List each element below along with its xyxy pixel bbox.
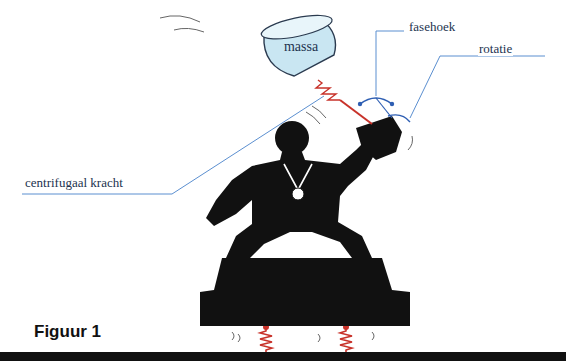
rotation-arc — [388, 115, 410, 122]
pedestal — [200, 258, 410, 326]
spring-symbol — [316, 80, 340, 100]
angle-dot — [358, 102, 362, 106]
angle-dot — [390, 102, 394, 106]
mass-cylinder: massa — [258, 14, 344, 80]
figure-caption: Figuur 1 — [34, 322, 101, 342]
callout-label: rotatie — [478, 42, 513, 56]
vibration-marks — [160, 16, 413, 342]
callout-label: fasehoek — [408, 20, 456, 34]
medal — [292, 188, 304, 200]
callout-label: centrifugaal kracht — [24, 176, 124, 190]
ground-bar — [0, 352, 566, 361]
mass-label: massa — [284, 39, 318, 55]
medal-ribbon — [284, 164, 312, 190]
rotation-arm — [340, 100, 372, 124]
spring-symbol — [260, 326, 352, 352]
athlete-silhouette — [206, 116, 402, 258]
